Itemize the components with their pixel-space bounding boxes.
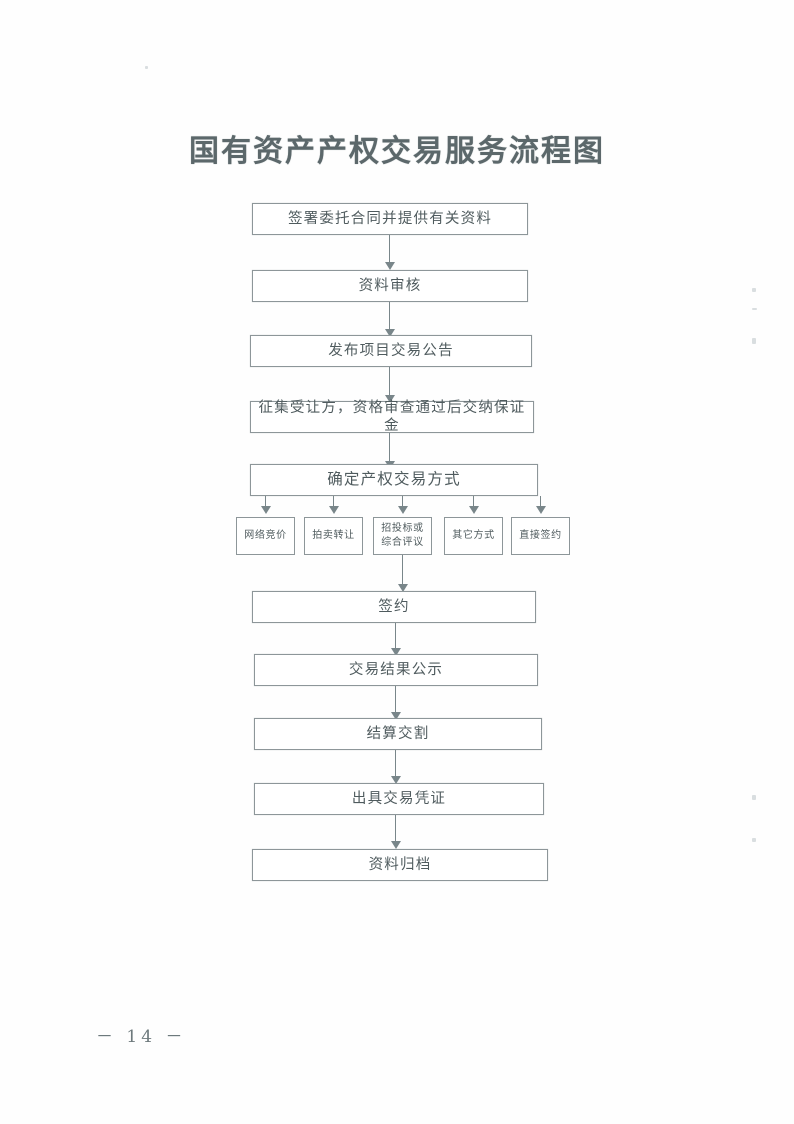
flow-branch-node-3[interactable]: 招投标或 综合评议: [373, 517, 432, 555]
arrow-head-step6-step7: [391, 648, 401, 656]
arrow-head-step8-step9: [391, 776, 401, 784]
flow-branch-node-4[interactable]: 其它方式: [444, 517, 503, 555]
connector-step5-branch2: [333, 496, 335, 509]
connector-step3-step4: [389, 367, 391, 400]
arrow-head-branch1: [261, 506, 271, 514]
arrow-head-branches-step6: [398, 584, 408, 592]
connector-branches-step6: [402, 555, 404, 588]
flow-node-step7[interactable]: 交易结果公示: [254, 654, 538, 686]
flow-branch-node-1[interactable]: 网络竞价: [236, 517, 295, 555]
connector-step5-branch5: [540, 496, 542, 509]
connector-step7-step8: [395, 686, 397, 715]
arrow-head-branch2: [329, 506, 339, 514]
arrow-head-step1-step2: [385, 262, 395, 270]
scan-artifact: [145, 66, 148, 69]
arrow-head-step3-step4: [385, 395, 395, 403]
connector-step5-branch1: [265, 496, 267, 509]
page-title: 国有资产产权交易服务流程图: [189, 134, 605, 169]
connector-step5-branch3: [402, 496, 404, 509]
flow-node-step1[interactable]: 签署委托合同并提供有关资料: [252, 203, 528, 235]
arrow-head-step7-step8: [391, 712, 401, 720]
connector-step8-step9: [395, 750, 397, 780]
flow-branch-5-line1: 直接签约: [519, 529, 562, 541]
flow-node-step8[interactable]: 结算交割: [254, 718, 542, 750]
flow-branch-node-2[interactable]: 拍卖转让: [304, 517, 363, 555]
connector-step5-branch4: [473, 496, 475, 509]
flow-node-step9[interactable]: 出具交易凭证: [254, 783, 544, 815]
flow-branch-2-line1: 拍卖转让: [312, 529, 355, 541]
flow-node-step5[interactable]: 确定产权交易方式: [250, 464, 538, 496]
scan-artifact: [752, 288, 756, 292]
flow-node-step2[interactable]: 资料审核: [252, 270, 528, 302]
flow-node-step4[interactable]: 征集受让方，资格审查通过后交纳保证金: [250, 400, 534, 434]
flow-node-step3[interactable]: 发布项目交易公告: [250, 335, 532, 367]
arrow-head-branch3: [398, 506, 408, 514]
connector-step4-step5: [389, 433, 391, 466]
flow-node-step6[interactable]: 签约: [252, 591, 536, 623]
flow-node-step10[interactable]: 资料归档: [252, 849, 548, 881]
scan-artifact: [752, 338, 756, 344]
scan-artifact: [752, 308, 757, 310]
connector-step2-step3: [389, 302, 391, 333]
scan-artifact: [752, 838, 756, 842]
flow-branch-4-line1: 其它方式: [452, 529, 495, 541]
arrow-head-step2-step3: [385, 329, 395, 337]
scan-artifact: [752, 795, 756, 800]
arrow-head-step9-step10: [391, 841, 401, 849]
flow-branch-3-line1: 招投标或: [381, 522, 424, 534]
flow-branch-1-line1: 网络竞价: [244, 529, 287, 541]
page-number: － 14 －: [96, 1027, 187, 1047]
arrow-head-branch4: [469, 506, 479, 514]
connector-step9-step10: [395, 815, 397, 845]
connector-step1-step2: [389, 235, 391, 266]
connector-step6-step7: [395, 623, 397, 652]
flow-branch-node-5[interactable]: 直接签约: [511, 517, 570, 555]
flow-branch-3-line2: 综合评议: [381, 537, 424, 548]
arrow-head-branch5: [536, 506, 546, 514]
